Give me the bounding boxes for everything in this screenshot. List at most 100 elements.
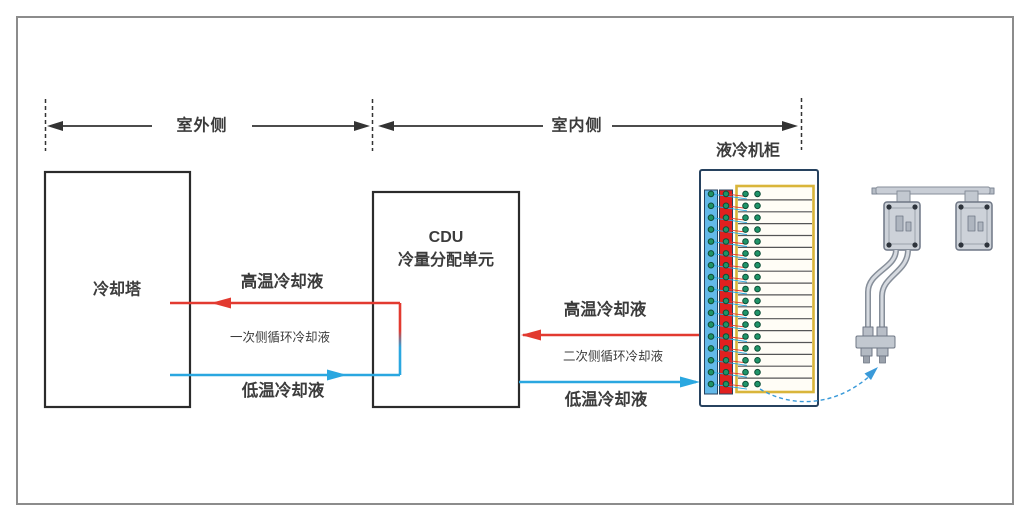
primary-cold-arrow-icon [327, 369, 347, 381]
screw-icon [984, 242, 990, 248]
cold-link-line [710, 312, 748, 319]
slot-port-dot [742, 321, 749, 328]
slot-port-dot [754, 273, 761, 281]
cold-link-line [710, 264, 748, 271]
cold-link-line [710, 324, 748, 331]
slot-port-dot [754, 190, 761, 198]
cold-link-line [710, 276, 748, 283]
manifold-port-dot [722, 202, 730, 210]
cabinet [699, 169, 819, 407]
manifold-port-dot [722, 297, 730, 305]
secondary-hot-arrow-icon [521, 329, 541, 341]
hot-link-line [725, 217, 747, 221]
slot-port-dot [754, 380, 761, 388]
indoor-arrow-left-icon [378, 121, 394, 131]
slot-port-dot [754, 357, 761, 364]
hot-link-line [725, 300, 747, 304]
slot-port-dot [754, 202, 761, 210]
quick-connector-assembly [855, 186, 995, 364]
cdu-label: CDU 冷量分配单元 [398, 226, 494, 272]
primary-hot-arrow-icon [211, 297, 231, 309]
manifold-port-dot [707, 238, 715, 245]
primary-cold-label: 低温冷却液 [241, 382, 325, 401]
manifold-port-dot [707, 226, 715, 233]
manifold-port-dot [722, 321, 730, 328]
cold-link-line [710, 371, 748, 378]
slot-port-dot [742, 380, 749, 388]
cold-link-line [710, 241, 748, 247]
cold-link-line [710, 336, 748, 342]
hot-link-line [725, 336, 747, 340]
manifold-port-dot [707, 261, 715, 269]
cold-link-line [710, 359, 748, 366]
manifold-port-dot [707, 309, 715, 317]
slot-port-dot [742, 273, 749, 281]
manifold-port-dot [722, 368, 730, 376]
secondary-loop-pipes [519, 329, 706, 388]
cold-link-line [710, 252, 748, 259]
screw-icon [912, 204, 918, 210]
slot-port-dot [754, 226, 761, 233]
zone-separators [44, 98, 803, 151]
manifold-port-dot [707, 214, 715, 221]
manifold-port-dot [722, 380, 730, 388]
manifold-port-dot [722, 250, 730, 257]
cold-link-line [710, 288, 748, 295]
hot-link-line [725, 264, 747, 269]
hot-link-line [725, 241, 747, 245]
cdu-title: CDU [428, 229, 464, 246]
slot-port-dot [742, 261, 749, 269]
primary-loop-label: 一次侧循环冷却液 [229, 330, 331, 345]
manifold-port-dot [707, 380, 715, 388]
slot-port-dot [742, 202, 749, 210]
slot-port-dot [742, 345, 749, 352]
zone-span-arrows [47, 121, 798, 131]
slot-port-dot [742, 309, 749, 317]
slot-port-dot [742, 226, 749, 233]
hot-link-line [725, 229, 747, 233]
cold-link-line [710, 217, 748, 224]
secondary-cold-arrow-icon [680, 376, 700, 388]
hose-collar-right [876, 326, 888, 337]
hot-link-line [725, 252, 747, 257]
secondary-cold-label: 低温冷却液 [564, 391, 648, 410]
slot-port-dot [742, 285, 749, 293]
outdoor-zone-label: 室外侧 [176, 117, 228, 135]
cooling-tower-label: 冷却塔 [92, 281, 142, 299]
manifold-port-dot [707, 368, 715, 376]
manifold-port-dot [707, 273, 715, 281]
slot-port-dot [754, 368, 761, 376]
indoor-arrow-right-icon [782, 121, 798, 131]
secondary-hot-label: 高温冷却液 [563, 301, 647, 320]
manifold-port-dot [707, 202, 715, 210]
hoses [865, 249, 911, 330]
manifold-port-dot [722, 226, 730, 233]
slot-port-dot [742, 214, 749, 221]
cold-link-line [710, 229, 748, 236]
manifold-port-dot [722, 309, 730, 317]
primary-loop-pipes [170, 297, 402, 381]
manifold-port-dot [722, 357, 730, 364]
hot-link-line [725, 371, 747, 376]
cabinet-label: 液冷机柜 [715, 142, 781, 160]
manifold-port-dot [722, 273, 730, 281]
hot-link-line [725, 288, 747, 292]
manifold-port-dot [707, 333, 715, 340]
slot-port-dot [754, 333, 761, 340]
cold-link-line [710, 300, 748, 307]
cold-link-line [710, 193, 748, 200]
slot-port-dot [742, 297, 749, 305]
rack-rows [707, 190, 812, 390]
cdu-subtitle: 冷量分配单元 [397, 252, 495, 269]
quick-connect-plugs [860, 347, 889, 364]
hot-link-line [725, 312, 747, 316]
manifold-port-dot [707, 250, 715, 257]
hose-collar-left [862, 326, 874, 337]
secondary-loop-label: 二次侧循环冷却液 [562, 349, 664, 364]
cooling-tower-box [43, 170, 192, 409]
hot-link-line [725, 205, 747, 209]
slot-port-dot [754, 309, 761, 317]
manifold-port-dot [707, 297, 715, 305]
screw-icon [984, 204, 990, 210]
